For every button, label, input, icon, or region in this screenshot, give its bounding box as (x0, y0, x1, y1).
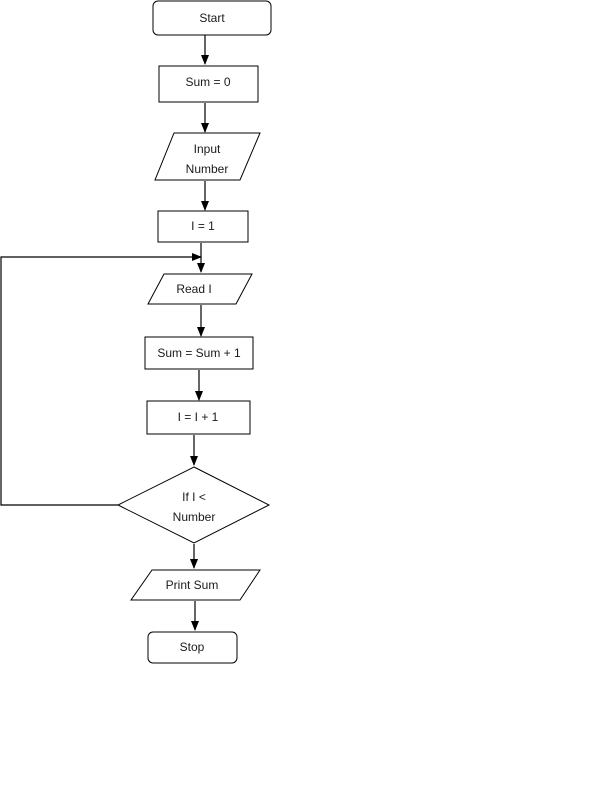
sum-update-label: Sum = Sum + 1 (157, 346, 241, 360)
sum-update-process: Sum = Sum + 1 (144, 336, 254, 370)
input-number-label-line1: Input (194, 142, 221, 156)
i-init-label: I = 1 (191, 219, 215, 233)
print-sum-io: Print Sum (130, 569, 261, 601)
input-number-io: Input Number (154, 132, 261, 181)
loop-back-arrow (0, 253, 202, 506)
stop-terminal: Stop (147, 631, 238, 664)
i-init-process: I = 1 (157, 210, 249, 243)
stop-label: Stop (180, 640, 205, 654)
decision-diamond: If I < Number (116, 466, 271, 544)
read-i-label: Read I (176, 282, 211, 296)
decision-label-line1: If I < (182, 490, 206, 504)
i-increment-label: I = I + 1 (178, 410, 219, 424)
sum-init-process: Sum = 0 (158, 65, 259, 103)
input-number-label-line2: Number (186, 162, 229, 176)
i-increment-process: I = I + 1 (146, 400, 251, 435)
print-sum-label: Print Sum (166, 578, 219, 592)
decision-label-line2: Number (173, 510, 216, 524)
read-i-io: Read I (147, 273, 253, 305)
sum-init-label: Sum = 0 (185, 75, 230, 89)
start-terminal: Start (152, 0, 272, 36)
start-label: Start (199, 11, 225, 25)
